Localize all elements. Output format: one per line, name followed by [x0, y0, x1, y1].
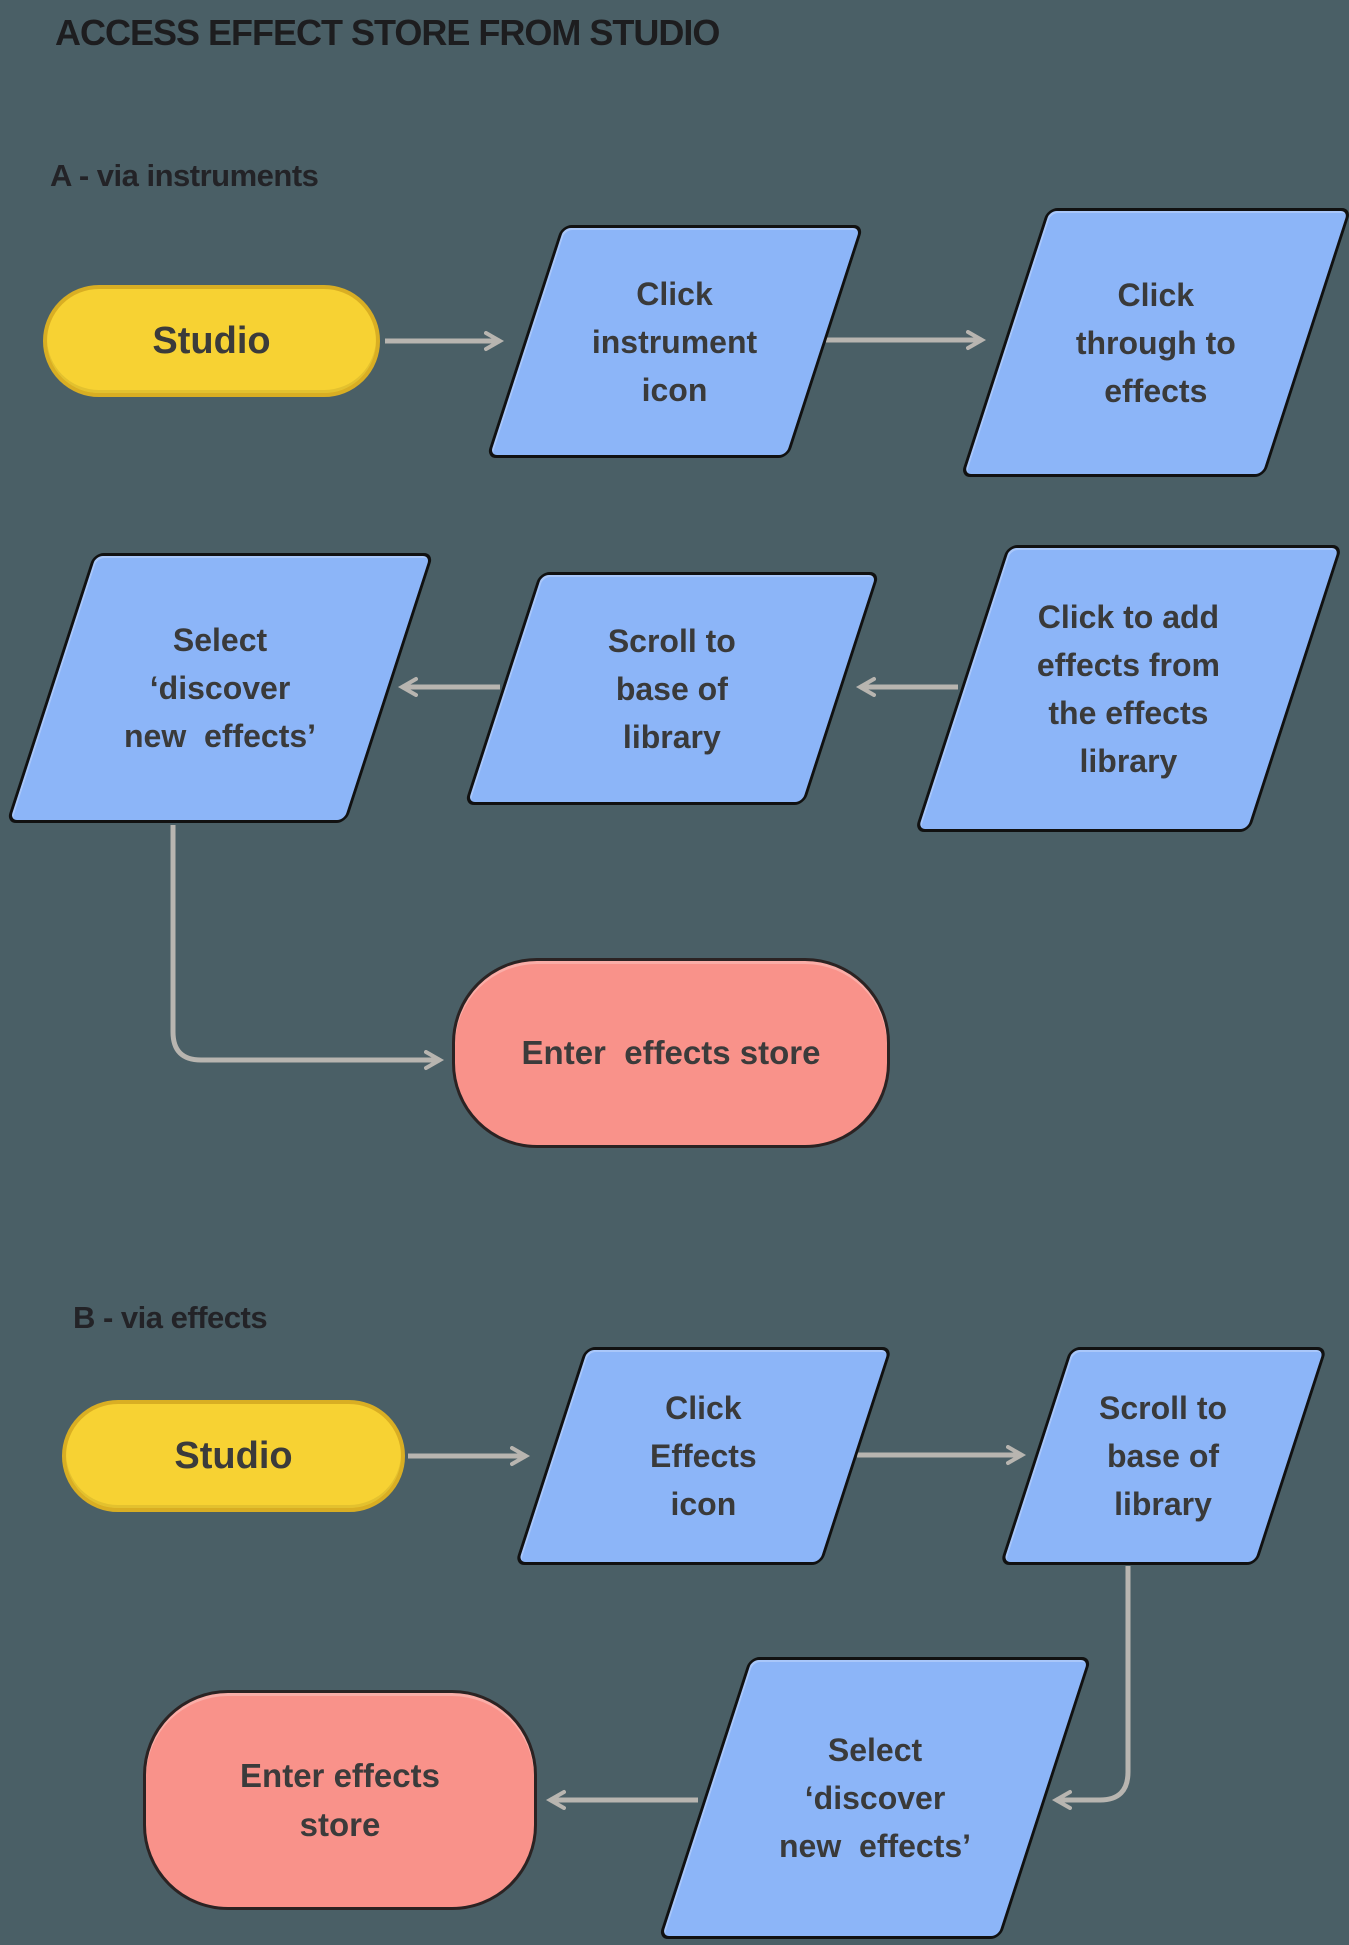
- node-label: Studio: [174, 1434, 293, 1477]
- node-label: Scroll to base of library: [1099, 1390, 1228, 1522]
- node-label: Studio: [152, 319, 271, 362]
- node-b-enter-effects-store: Enter effects store: [143, 1690, 537, 1910]
- node-label: Click Effects icon: [650, 1390, 757, 1522]
- node-label: Click instrument icon: [592, 275, 758, 408]
- page-title: ACCESS EFFECT STORE FROM STUDIO: [55, 12, 720, 53]
- node-label: Select ‘discover new effects’: [778, 1732, 972, 1864]
- node-a-start-studio: Studio: [43, 285, 380, 397]
- connector-a-step5-to-end: [170, 825, 445, 1070]
- node-label: Enter effects store: [240, 1756, 440, 1844]
- connector-b-step2-to-step3: [1051, 1566, 1131, 1810]
- node-label: Select ‘discover new effects’: [123, 622, 317, 754]
- node-label: Click through to effects: [1076, 276, 1236, 409]
- node-label: Click to add effects from the effects li…: [1036, 598, 1221, 779]
- section-b-heading: B - via effects: [73, 1300, 268, 1335]
- node-label: Enter effects store: [521, 1034, 821, 1072]
- section-a-heading: A - via instruments: [50, 158, 319, 193]
- node-label: Scroll to base of library: [607, 622, 736, 755]
- node-a-enter-effects-store: Enter effects store: [452, 958, 890, 1148]
- node-b-start-studio: Studio: [62, 1400, 405, 1512]
